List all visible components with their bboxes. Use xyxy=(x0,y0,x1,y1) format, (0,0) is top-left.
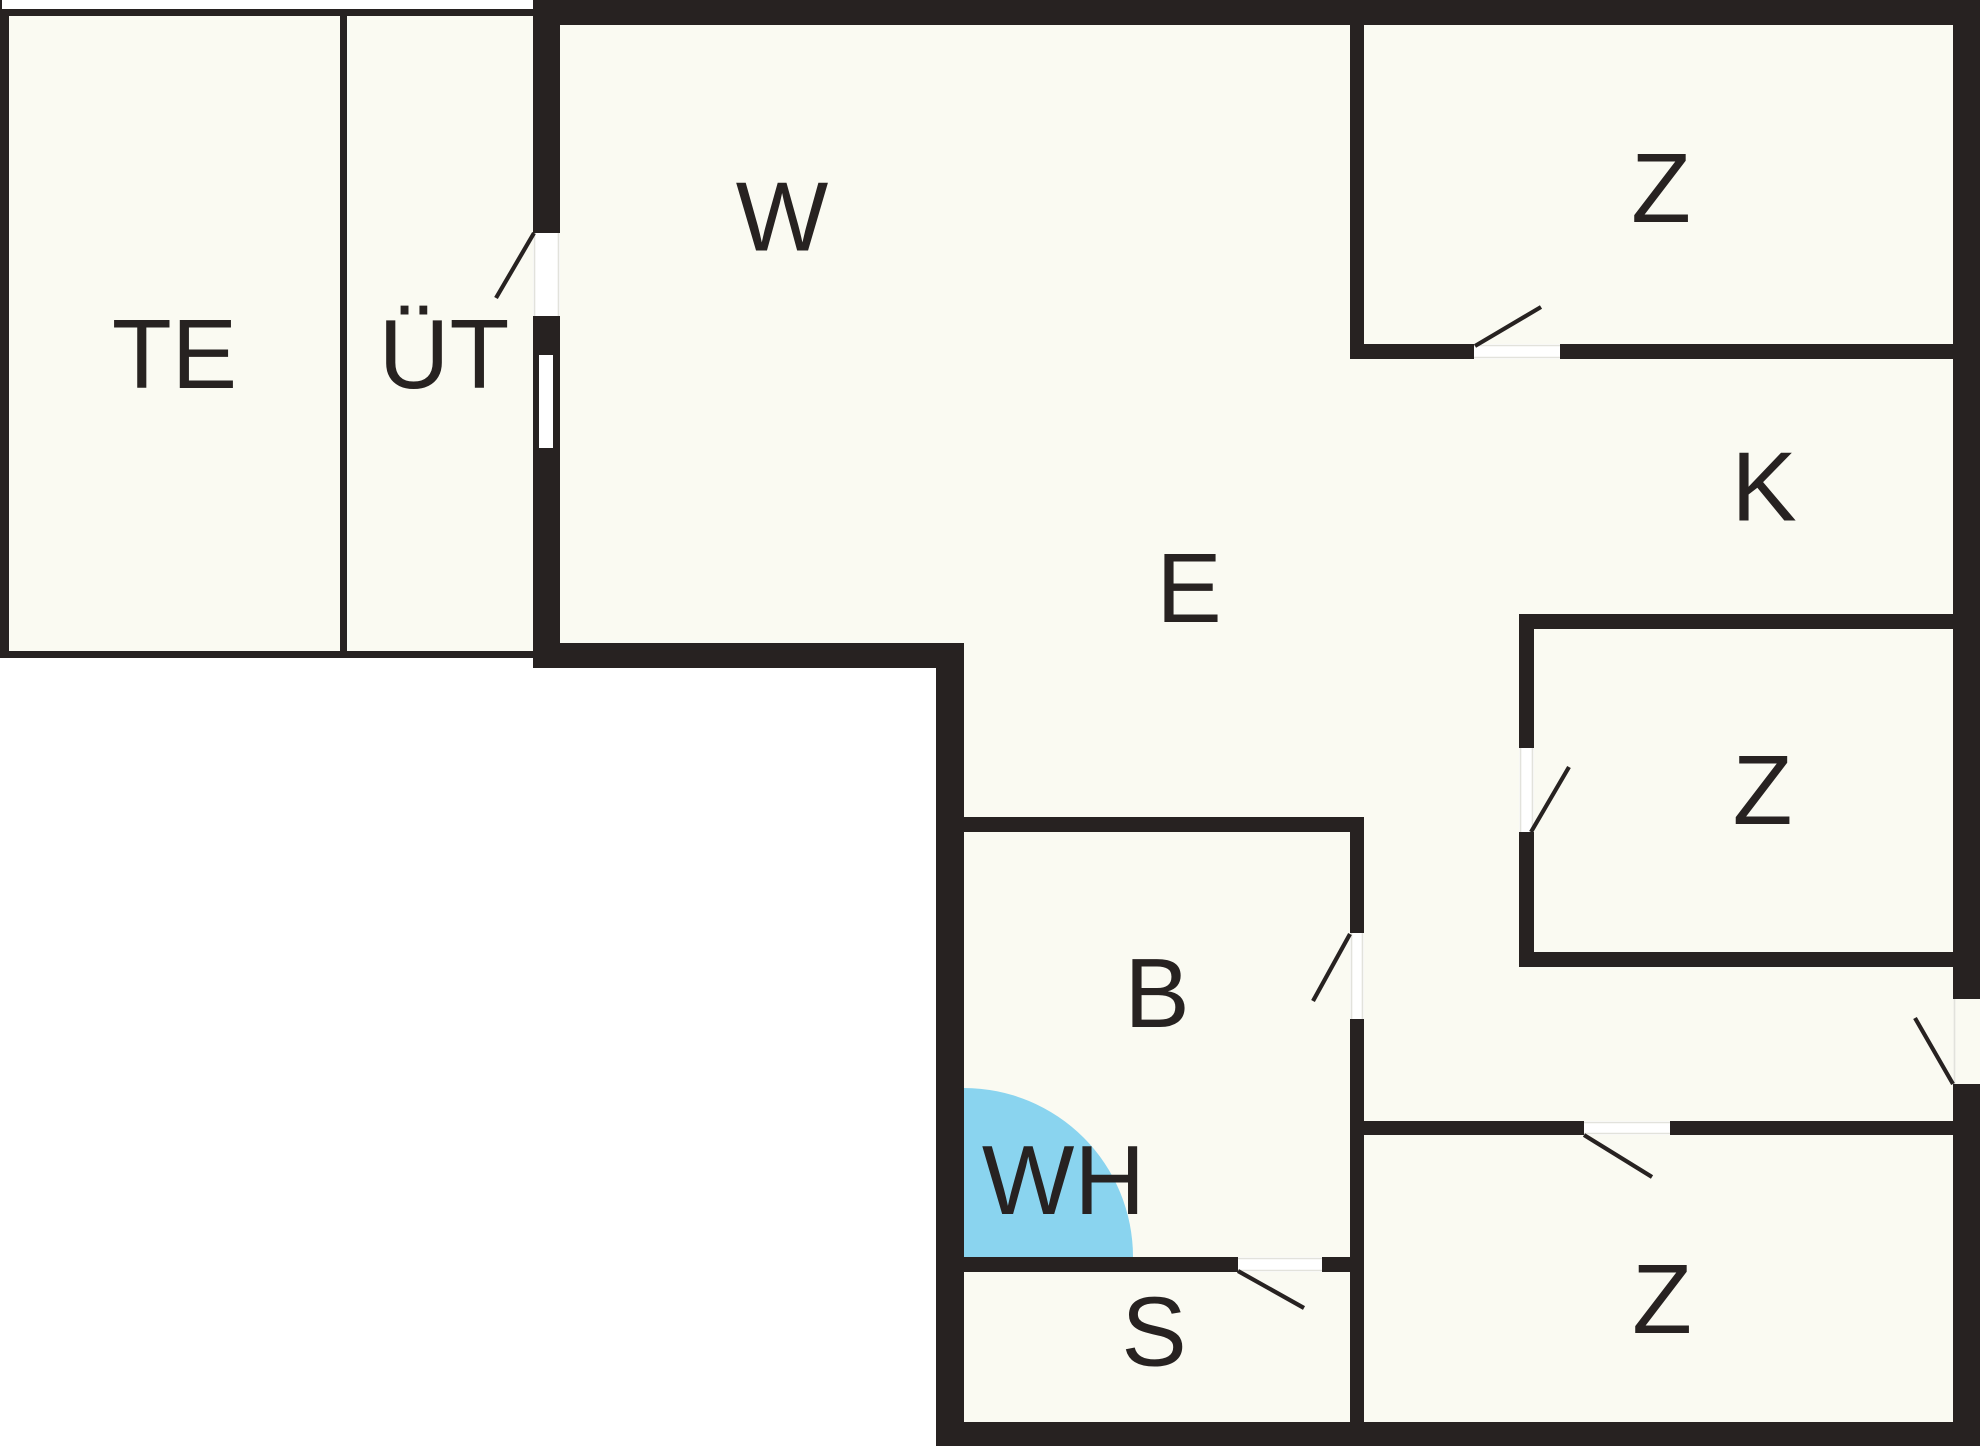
svg-text:Z: Z xyxy=(1632,1244,1692,1354)
svg-text:Z: Z xyxy=(1631,133,1691,243)
svg-text:E: E xyxy=(1156,533,1221,643)
svg-text:Z: Z xyxy=(1733,735,1793,845)
svg-text:K: K xyxy=(1731,432,1796,542)
svg-text:S: S xyxy=(1121,1277,1186,1387)
svg-text:B: B xyxy=(1124,938,1189,1048)
svg-text:WH: WH xyxy=(982,1125,1145,1235)
svg-text:W: W xyxy=(736,162,829,272)
svg-text:ÜT: ÜT xyxy=(379,299,510,409)
svg-text:TE: TE xyxy=(112,299,237,409)
